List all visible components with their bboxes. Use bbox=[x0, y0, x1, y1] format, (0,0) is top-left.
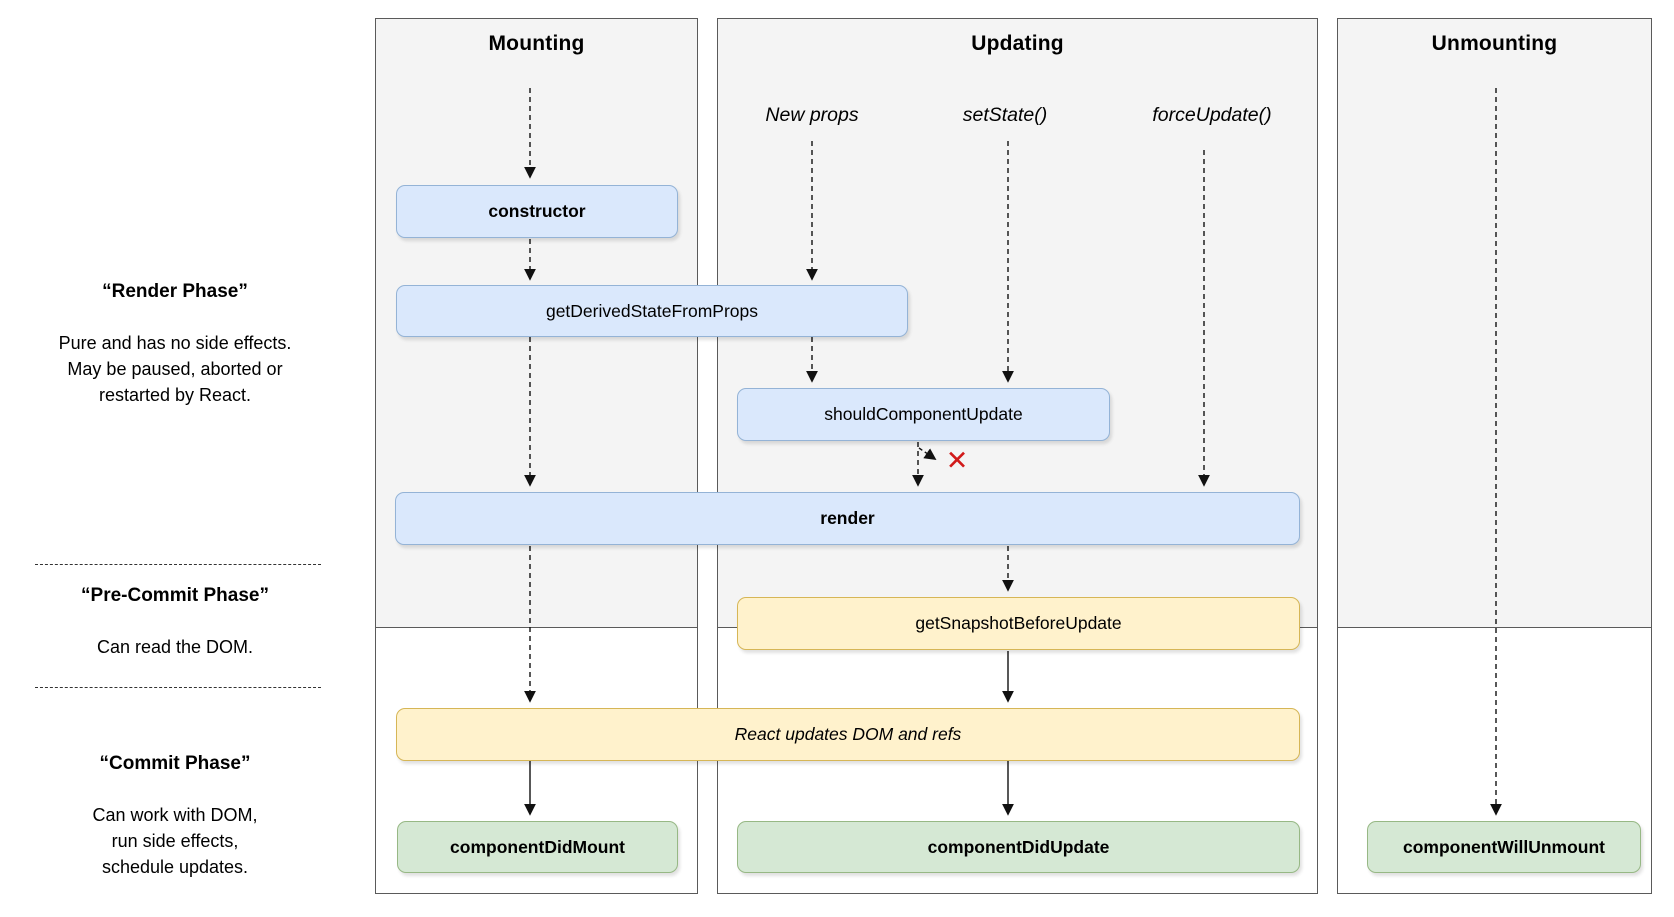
commit-phase-line: run side effects, bbox=[111, 831, 239, 851]
set-state-label: setState() bbox=[962, 104, 1048, 126]
abort-x-icon: ✕ bbox=[945, 445, 969, 476]
commit-phase-title: “Commit Phase” bbox=[99, 753, 251, 774]
commit-phase-description: Can work with DOM, run side effects, sch… bbox=[30, 802, 320, 880]
commit-phase-line: Can work with DOM, bbox=[92, 805, 258, 825]
force-update-label: forceUpdate() bbox=[1152, 104, 1272, 126]
node-component-did-mount: componentDidMount bbox=[397, 821, 678, 873]
render-phase-description: Pure and has no side effects. May be pau… bbox=[30, 330, 320, 408]
arrow-scu-abort-branch bbox=[918, 447, 937, 461]
pre-commit-phase-title: “Pre-Commit Phase” bbox=[81, 585, 269, 606]
updating-panel-title: Updating bbox=[971, 32, 1064, 55]
phase-separator-bottom bbox=[35, 687, 321, 688]
pre-commit-phase-description: Can read the DOM. bbox=[30, 634, 320, 660]
node-get-snapshot-before-update: getSnapshotBeforeUpdate bbox=[737, 597, 1300, 650]
unmounting-render-phase-region bbox=[1338, 19, 1651, 628]
mounting-panel-title: Mounting bbox=[488, 32, 585, 55]
pre-commit-phase-line: Can read the DOM. bbox=[96, 637, 254, 657]
phase-separator-top bbox=[35, 564, 321, 565]
node-constructor: constructor bbox=[396, 185, 678, 238]
node-render: render bbox=[395, 492, 1300, 545]
unmounting-panel-title: Unmounting bbox=[1431, 32, 1558, 55]
node-should-component-update: shouldComponentUpdate bbox=[737, 388, 1110, 441]
node-component-did-update: componentDidUpdate bbox=[737, 821, 1300, 873]
render-phase-line: restarted by React. bbox=[98, 385, 252, 405]
node-get-derived-state-from-props: getDerivedStateFromProps bbox=[396, 285, 908, 337]
new-props-label: New props bbox=[765, 104, 859, 126]
commit-phase-line: schedule updates. bbox=[101, 857, 249, 877]
node-component-will-unmount: componentWillUnmount bbox=[1367, 821, 1641, 873]
unmounting-panel: Unmounting bbox=[1337, 18, 1652, 894]
render-phase-line: May be paused, aborted or bbox=[67, 359, 283, 379]
node-react-updates-dom: React updates DOM and refs bbox=[396, 708, 1300, 761]
render-phase-line: Pure and has no side effects. bbox=[58, 333, 292, 353]
render-phase-title: “Render Phase” bbox=[102, 281, 248, 302]
